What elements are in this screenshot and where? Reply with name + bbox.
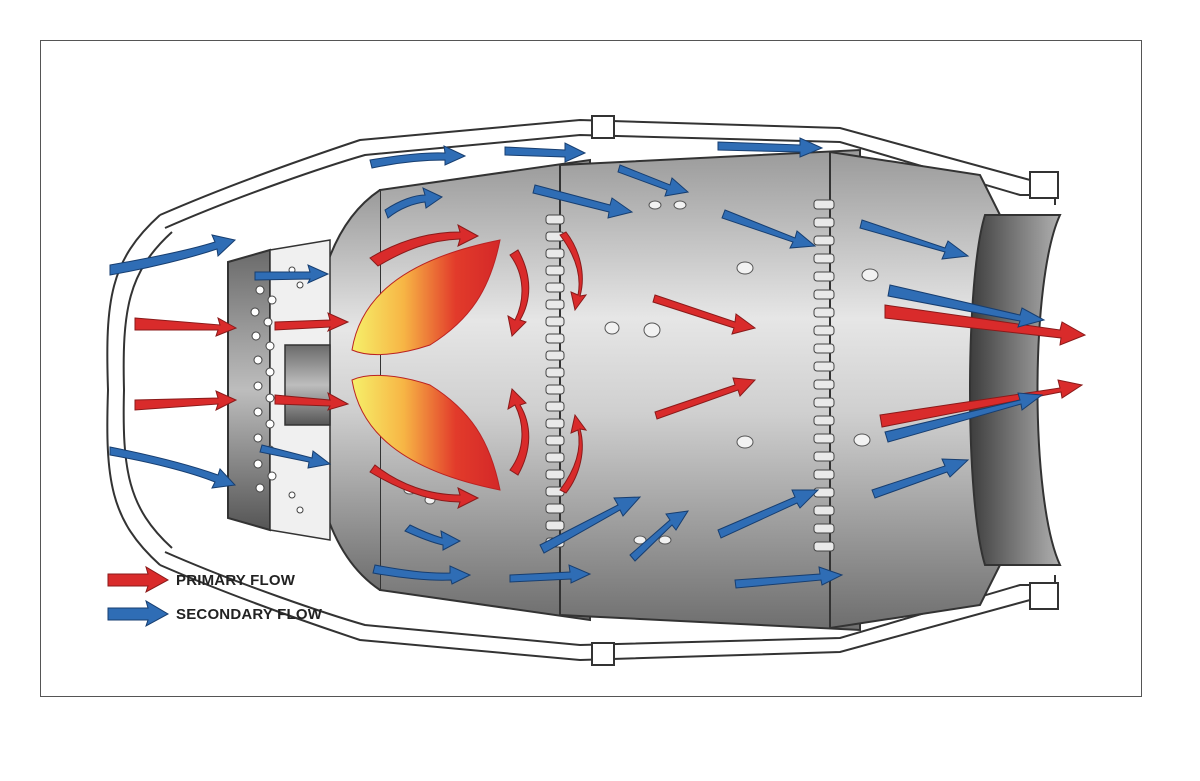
flame-upper	[351, 239, 501, 356]
secondary-flow-arrow-icon	[107, 599, 170, 628]
secondary-flow-arrows	[109, 137, 1046, 589]
legend-secondary-label: SECONDARY FLOW	[176, 606, 323, 623]
swirler-injector	[227, 239, 331, 541]
primary-flow-arrow-icon	[107, 565, 170, 594]
flame-lower	[351, 374, 501, 491]
legend-primary-label: PRIMARY FLOW	[176, 572, 296, 589]
flame-zone	[351, 239, 501, 491]
outer-casing	[106, 115, 1059, 666]
legend	[107, 565, 170, 628]
primary-flow-arrows	[134, 223, 1087, 509]
